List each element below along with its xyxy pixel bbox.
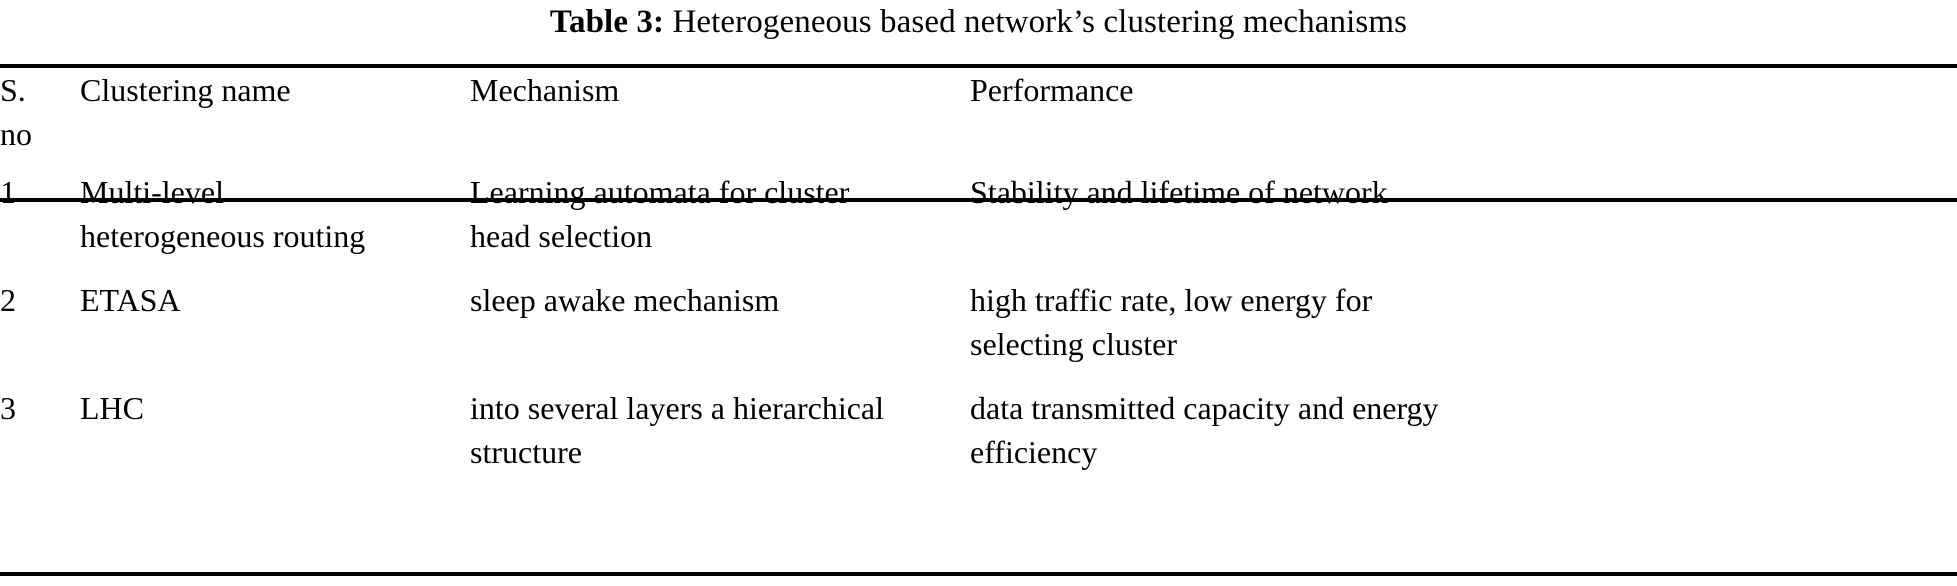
cell-clustering-name: Multi-level heterogeneous routing bbox=[80, 156, 470, 264]
cell-line: into several layers a hierarchical bbox=[470, 390, 884, 426]
cell-line: Stability and lifetime of network bbox=[970, 174, 1388, 210]
cell-line: heterogeneous routing bbox=[80, 218, 366, 254]
column-header-performance: Performance bbox=[970, 72, 1134, 108]
table-caption-label: Table 3: bbox=[549, 4, 665, 40]
cell-sno: 1 bbox=[0, 174, 16, 210]
clustering-mechanisms-table: S. no Clustering name Mechanism Performa… bbox=[0, 68, 1957, 480]
cell-line: head selection bbox=[470, 218, 653, 254]
cell-mechanism: into several layers a hierarchical struc… bbox=[470, 372, 970, 480]
cell-line: ETASA bbox=[80, 282, 181, 318]
cell-line: high traffic rate, low energy for bbox=[970, 282, 1373, 318]
cell-line: data transmitted capacity and energy bbox=[970, 390, 1439, 426]
column-header-sno-line2: no bbox=[0, 116, 32, 152]
column-header-sno-line1: S. bbox=[0, 72, 26, 108]
table-row: 1 Multi-level heterogeneous routing Lear… bbox=[0, 156, 1957, 264]
cell-performance: high traffic rate, low energy for select… bbox=[970, 264, 1957, 372]
cell-line: Multi-level bbox=[80, 174, 224, 210]
cell-sno: 3 bbox=[0, 390, 16, 426]
table-caption: Table 3: Heterogeneous based network’s c… bbox=[0, 2, 1957, 42]
table-top-rule bbox=[0, 64, 1957, 68]
cell-clustering-name: ETASA bbox=[80, 264, 470, 372]
cell-sno: 2 bbox=[0, 282, 16, 318]
column-header-sno: S. no bbox=[0, 68, 80, 156]
cell-line: efficiency bbox=[970, 434, 1098, 470]
cell-mechanism: Learning automata for cluster head selec… bbox=[470, 156, 970, 264]
cell-clustering-name: LHC bbox=[80, 372, 470, 480]
cell-line: LHC bbox=[80, 390, 144, 426]
table-header-rule bbox=[0, 198, 1957, 202]
table-header-row: S. no Clustering name Mechanism Performa… bbox=[0, 68, 1957, 156]
table-row: 2 ETASA sleep awake mechanism high traff… bbox=[0, 264, 1957, 372]
cell-performance: Stability and lifetime of network bbox=[970, 156, 1957, 264]
table-caption-text: Heterogeneous based network’s clustering… bbox=[672, 4, 1408, 40]
cell-line: Learning automata for cluster bbox=[470, 174, 850, 210]
table-row: 3 LHC into several layers a hierarchical… bbox=[0, 372, 1957, 480]
column-header-clustering-name: Clustering name bbox=[80, 72, 291, 108]
table-bottom-rule bbox=[0, 572, 1957, 576]
column-header-mechanism: Mechanism bbox=[470, 72, 620, 108]
cell-line: structure bbox=[470, 434, 582, 470]
cell-line: sleep awake mechanism bbox=[470, 282, 780, 318]
cell-mechanism: sleep awake mechanism bbox=[470, 264, 970, 372]
cell-performance: data transmitted capacity and energy eff… bbox=[970, 372, 1957, 480]
cell-line: selecting cluster bbox=[970, 326, 1178, 362]
